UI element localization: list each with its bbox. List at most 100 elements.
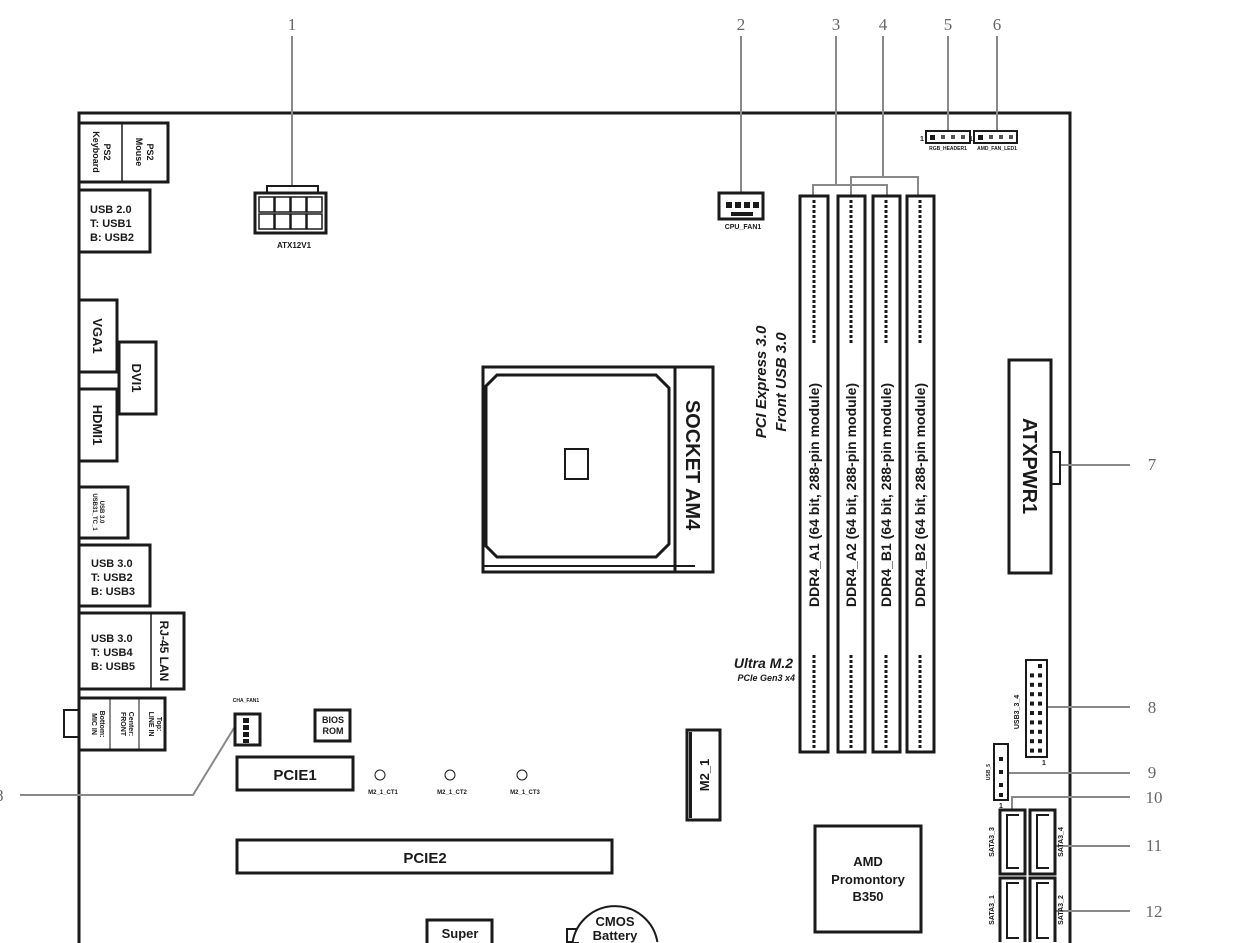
header-pin — [1030, 748, 1034, 753]
leader-lines — [20, 36, 1130, 912]
audio-mic-label: Bottom: — [98, 711, 105, 738]
dimm-slots: DDR4_A1 (64 bit, 288-pin module) DDR4_A2… — [798, 194, 936, 754]
usb30-ports-a: USB 3.0 T: USB2 B: USB3 — [77, 543, 152, 608]
dvi-port: DVI1 — [117, 340, 158, 416]
super-io-chip: Super — [425, 918, 494, 943]
atx12v-connector: ATX12V1 — [253, 185, 328, 250]
m2-standoffs: M2_1_CT1 M2_1_CT2 M2_1_CT3 — [368, 769, 541, 796]
audio-mic-label2: MIC IN — [90, 713, 97, 735]
rom-label: ROM — [323, 726, 344, 736]
lan-label: RJ-45 LAN — [157, 621, 171, 682]
callout-3: 3 — [832, 15, 841, 34]
rgb-header: 1 RGB_HEADER1 — [920, 130, 971, 152]
pin1-mark: 1 — [1042, 760, 1046, 767]
header-pin — [1038, 748, 1042, 753]
usb30a-top: T: USB2 — [91, 572, 133, 584]
dimm-a2: DDR4_A2 (64 bit, 288-pin module) — [836, 194, 867, 754]
usb20-bottom: B: USB2 — [90, 232, 134, 244]
m2-slot-label: M2_1 — [697, 759, 712, 792]
cpu-fan-label: CPU_FAN1 — [725, 224, 762, 231]
m2-ct1-label: M2_1_CT1 — [368, 790, 398, 796]
usb-typec-port: USB 3.0 USB31_TC_1 — [77, 485, 130, 540]
header-pin — [1038, 673, 1042, 678]
rear-io-panel: PS2 Keyboard PS2 Mouse USB 2.0 T: USB1 B… — [63, 121, 186, 752]
callout-6: 6 — [993, 15, 1002, 34]
header-pin — [1030, 673, 1034, 678]
callout-5: 5 — [944, 15, 953, 34]
cmos-label: CMOS — [596, 914, 635, 929]
usb20-ports: USB 2.0 T: USB1 B: USB2 — [77, 188, 152, 254]
callouts: 1 2 3 4 5 6 7 8 9 10 11 12 8 — [0, 15, 1163, 921]
pcie-note-line1: PCI Express 3.0 — [753, 325, 770, 438]
callout-10: 10 — [1146, 788, 1163, 807]
header-pin — [1030, 729, 1034, 734]
usb30b-label: USB 3.0 — [91, 633, 133, 645]
m2-note: Ultra M.2 PCIe Gen3 x4 — [734, 655, 795, 683]
vga-port: VGA1 — [77, 298, 119, 374]
usb30b-bottom: B: USB5 — [91, 661, 135, 673]
audio-line-label2: LINE IN — [147, 712, 154, 737]
usb30a-bottom: B: USB3 — [91, 586, 135, 598]
usb30-lan-ports: USB 3.0 T: USB4 B: USB5 RJ-45 LAN — [77, 611, 186, 691]
dvi-label: DVI1 — [129, 364, 144, 393]
audio-front-label2: FRONT — [119, 712, 126, 737]
usb-header: USB_5 1 — [986, 743, 1009, 810]
m2-slot: M2_1 — [685, 728, 722, 822]
sata3-1-label: SATA3_1 — [989, 895, 996, 925]
pcie2-label: PCIE2 — [403, 850, 446, 867]
usb-header-label: USB_5 — [986, 764, 992, 780]
m2-ct3-label: M2_1_CT3 — [510, 790, 540, 796]
atxpwr-label: ATXPWR1 — [1018, 418, 1040, 514]
callout-8-left: 8 — [0, 786, 4, 805]
chipset-line2: Promontory — [831, 872, 905, 887]
dimm-b2-label: DDR4_B2 (64 bit, 288-pin module) — [912, 383, 928, 607]
pin1-mark: 1 — [999, 803, 1003, 810]
callout-8: 8 — [1148, 698, 1157, 717]
pcie-note: PCI Express 3.0 Front USB 3.0 — [753, 325, 790, 438]
cha-fan-header: CHA_FAN1 — [233, 698, 262, 747]
callout-7: 7 — [1148, 455, 1157, 474]
pcie1-slot: PCIE1 — [235, 755, 355, 792]
m2-note-line1: Ultra M.2 — [734, 655, 793, 671]
hdmi-label: HDMI1 — [90, 405, 105, 445]
ps2-mouse-label2: Mouse — [134, 138, 144, 167]
pin1-mark: 1 — [920, 136, 924, 143]
usb-tc-label2: USB31_TC_1 — [91, 493, 97, 531]
usb3-header: USB3_3_4 1 — [1014, 659, 1048, 767]
pcie-note-line2: Front USB 3.0 — [773, 332, 790, 432]
audio-front-label: Center: — [127, 712, 134, 737]
m2-ct2-label: M2_1_CT2 — [437, 790, 467, 796]
usb20-top: T: USB1 — [90, 218, 132, 230]
audio-jacks: Bottom: MIC IN Center: FRONT Top: LINE I… — [63, 696, 167, 752]
header-pin — [1030, 720, 1034, 725]
usb3-header-label: USB3_3_4 — [1014, 695, 1021, 729]
chipset-line3: B350 — [852, 889, 883, 904]
super-io-label: Super — [442, 926, 479, 941]
m2-note-line2: PCIe Gen3 x4 — [737, 673, 795, 683]
dimm-b1-label: DDR4_B1 (64 bit, 288-pin module) — [878, 383, 894, 607]
header-pin — [1038, 720, 1042, 725]
cha-fan-label: CHA_FAN1 — [233, 698, 260, 704]
header-pin — [1030, 739, 1034, 744]
ps2-ports: PS2 Keyboard PS2 Mouse — [77, 121, 170, 184]
dimm-a1-label: DDR4_A1 (64 bit, 288-pin module) — [806, 383, 822, 607]
callout-12: 12 — [1146, 902, 1163, 921]
callout-1: 1 — [288, 15, 297, 34]
atx12v-label: ATX12V1 — [277, 241, 312, 250]
bios-label: BIOS — [322, 715, 344, 725]
sata3-2-label: SATA3_2 — [1058, 895, 1065, 925]
ps2-keyboard-label2: Keyboard — [91, 131, 101, 173]
atxpwr-connector: ATXPWR1 — [1007, 358, 1061, 575]
usb-tc-label: USB 3.0 — [98, 501, 104, 524]
header-pin — [1030, 701, 1034, 706]
header-pin — [1038, 664, 1042, 668]
callout-4: 4 — [879, 15, 888, 34]
pcie1-label: PCIE1 — [273, 767, 316, 784]
header-pin — [1038, 729, 1042, 734]
vga-label: VGA1 — [90, 318, 105, 353]
sata-ports: SATA3_3 SATA3_4 SATA3_1 SATA3_2 — [989, 808, 1065, 942]
rgb-header-label: RGB_HEADER1 — [929, 146, 967, 152]
header-pin — [1038, 739, 1042, 744]
cpu-socket: SOCKET AM4 — [481, 365, 715, 574]
usb20-label: USB 2.0 — [90, 204, 132, 216]
